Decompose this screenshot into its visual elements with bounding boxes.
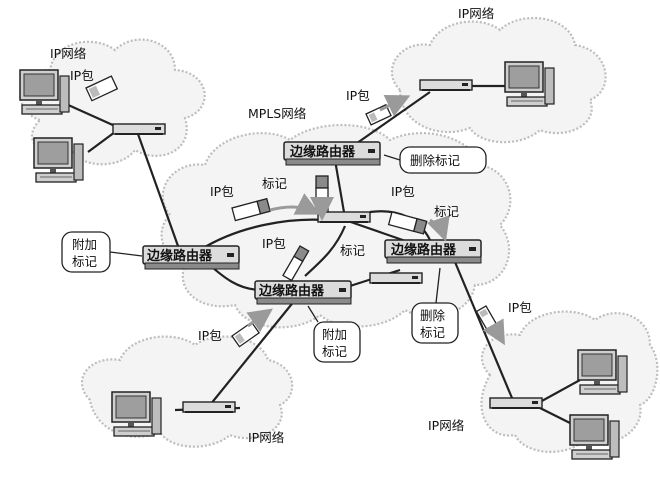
- ip-packet-label: IP包: [198, 328, 222, 343]
- edge-router-right: 边缘路由器: [384, 239, 482, 264]
- labeled-packet-vertical: [315, 175, 329, 213]
- mpls-network-label: MPLS网络: [248, 106, 307, 121]
- edge-router-label: 边缘路由器: [146, 248, 213, 264]
- callout-add-label-bottom: 附加 标记: [307, 305, 361, 363]
- ip-packet-label: IP包: [391, 184, 415, 199]
- edge-router-label: 边缘路由器: [390, 242, 457, 258]
- cloud-ip-network-top-right: [390, 16, 607, 144]
- callout-text-line1: 附加: [72, 237, 97, 252]
- flow-arrows: [246, 94, 505, 346]
- computer-icon: [504, 61, 555, 107]
- ip-network-label: IP网络: [428, 418, 465, 433]
- callout-text-line1: 附加: [322, 327, 347, 342]
- cloud-mpls-network: [160, 124, 512, 329]
- computer-icon: [569, 414, 620, 460]
- core-router-icon: [369, 272, 423, 284]
- ip-packet-label: IP包: [210, 184, 234, 199]
- ip-packet-label: IP包: [70, 68, 94, 83]
- ip-network-label: IP网络: [458, 6, 495, 21]
- computer-icon: [33, 137, 84, 183]
- edge-router-bottom: 边缘路由器: [254, 280, 352, 305]
- callout-add-label-left: 附加 标记: [61, 231, 143, 273]
- ip-packet-label: IP包: [346, 88, 370, 103]
- edge-router-label: 边缘路由器: [289, 144, 356, 160]
- switch-icon: [182, 401, 236, 413]
- cloud-ip-network-bottom-right: [480, 310, 659, 453]
- label-tag-text: 标记: [434, 204, 460, 219]
- callout-remove-label-top: 删除标记: [383, 146, 487, 174]
- core-router-icon: [317, 211, 371, 223]
- ip-packet-label: IP包: [508, 300, 532, 315]
- ip-network-label: IP网络: [50, 46, 87, 61]
- switch-icon: [419, 79, 473, 91]
- callout-text-line2: 标记: [72, 254, 98, 269]
- labeled-packet-left: [231, 197, 271, 222]
- callout-text-line1: 删除: [420, 308, 446, 323]
- label-tag-text: 标记: [340, 243, 366, 258]
- network-links: [65, 84, 581, 429]
- callout-text-line2: 标记: [322, 344, 348, 359]
- computer-icon: [19, 69, 70, 115]
- ip-network-label: IP网络: [248, 430, 285, 445]
- computer-icon: [111, 391, 162, 437]
- edge-router-left: 边缘路由器: [142, 245, 240, 270]
- label-tag-text: 标记: [262, 176, 288, 191]
- ip-packet-label: IP包: [262, 236, 286, 251]
- labeled-packet-center: [282, 245, 310, 282]
- computer-icon: [577, 349, 628, 395]
- callout-text-line2: 标记: [420, 325, 446, 340]
- ip-packet-top-left: [85, 75, 119, 102]
- switch-icon: [112, 123, 166, 135]
- edge-router-top: 边缘路由器: [283, 141, 381, 166]
- callout-remove-label-right: 删除 标记: [411, 267, 459, 344]
- labeled-packet-right: [387, 211, 428, 235]
- edge-router-label: 边缘路由器: [258, 283, 325, 299]
- switch-icon: [489, 397, 543, 409]
- callout-text: 删除标记: [410, 153, 461, 168]
